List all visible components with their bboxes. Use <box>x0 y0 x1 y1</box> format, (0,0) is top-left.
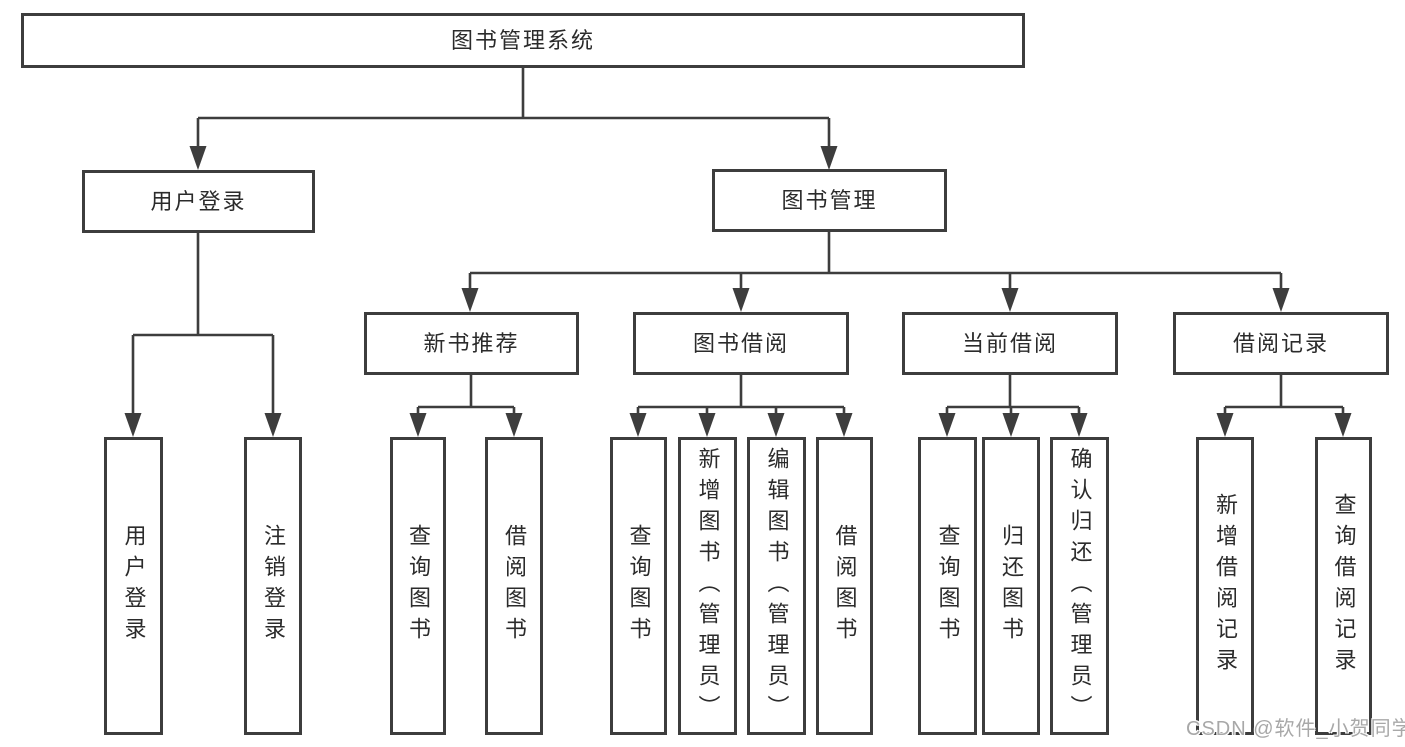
node-library-management-system-label: 图书管理系统 <box>450 27 595 53</box>
leaf-borrowing-query-books-label: 查询图书 <box>626 524 652 648</box>
leaf-recommend-borrow-books-label: 借阅图书 <box>502 524 527 648</box>
leaf-records-add-borrow-record-label: 新增借阅记录 <box>1213 493 1238 679</box>
leaf-logout-label: 注销登录 <box>261 524 286 648</box>
node-borrowing-records-label: 借阅记录 <box>1232 330 1329 356</box>
node-library-management-system: 图书管理系统 <box>21 13 1025 68</box>
leaf-borrowing-add-books-admin: 新增图书（管理员） <box>678 437 737 735</box>
leaf-recommend-query-books: 查询图书 <box>390 437 446 735</box>
node-current-borrowing-label: 当前借阅 <box>961 330 1058 356</box>
leaf-records-query-borrow-record-label: 查询借阅记录 <box>1331 493 1357 679</box>
leaf-current-return-books-label: 归还图书 <box>999 524 1024 648</box>
leaf-borrowing-edit-books-admin-label: 编辑图书（管理员） <box>764 446 790 726</box>
node-book-borrowing: 图书借阅 <box>633 312 849 375</box>
leaf-borrowing-edit-books-admin: 编辑图书（管理员） <box>747 437 806 735</box>
node-user-login: 用户登录 <box>82 170 315 233</box>
leaf-borrowing-borrow-books: 借阅图书 <box>816 437 873 735</box>
node-book-management: 图书管理 <box>712 169 947 232</box>
leaf-borrowing-query-books: 查询图书 <box>610 437 667 735</box>
node-borrowing-records: 借阅记录 <box>1173 312 1389 375</box>
leaf-records-query-borrow-record: 查询借阅记录 <box>1315 437 1372 735</box>
node-user-login-label: 用户登录 <box>150 188 247 214</box>
node-current-borrowing: 当前借阅 <box>902 312 1118 375</box>
leaf-current-return-books: 归还图书 <box>982 437 1040 735</box>
leaf-borrowing-add-books-admin-label: 新增图书（管理员） <box>695 446 721 726</box>
leaf-current-query-books: 查询图书 <box>918 437 977 735</box>
leaf-borrowing-borrow-books-label: 借阅图书 <box>832 524 858 648</box>
node-new-book-recommendation: 新书推荐 <box>364 312 579 375</box>
leaf-recommend-borrow-books: 借阅图书 <box>485 437 543 735</box>
watermark: CSDN @软件_小贺同学 <box>1186 718 1405 740</box>
leaf-recommend-query-books-label: 查询图书 <box>406 524 431 648</box>
leaf-current-query-books-label: 查询图书 <box>935 524 961 648</box>
leaf-records-add-borrow-record: 新增借阅记录 <box>1196 437 1254 735</box>
leaf-user-login: 用户登录 <box>104 437 163 735</box>
leaf-current-confirm-return-admin: 确认归还（管理员） <box>1050 437 1109 735</box>
node-book-management-label: 图书管理 <box>781 187 878 213</box>
leaf-user-login-label: 用户登录 <box>121 524 147 648</box>
node-book-borrowing-label: 图书借阅 <box>692 330 789 356</box>
node-new-book-recommendation-label: 新书推荐 <box>423 330 520 356</box>
leaf-current-confirm-return-admin-label: 确认归还（管理员） <box>1067 446 1093 726</box>
leaf-logout: 注销登录 <box>244 437 302 735</box>
